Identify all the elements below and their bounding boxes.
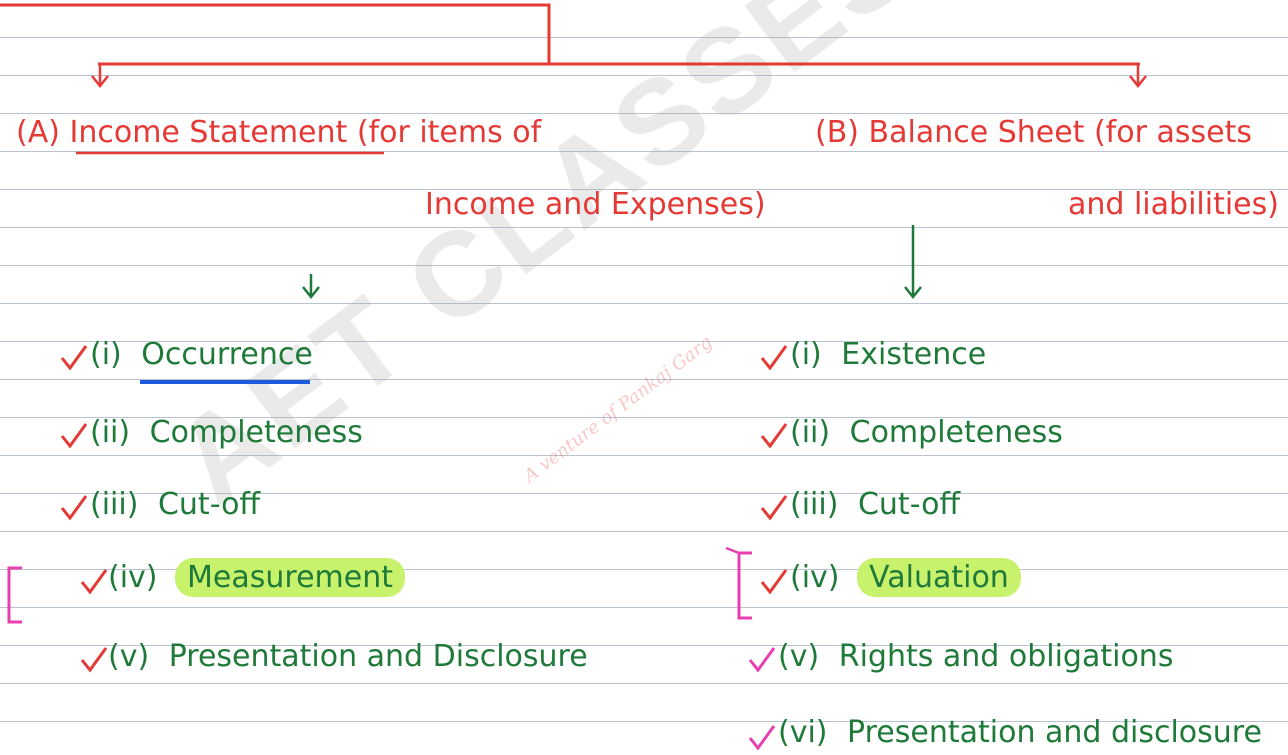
right-item-3: (iii) Cut-off (790, 490, 960, 520)
arrow-left-head (91, 75, 109, 89)
right-bracket (737, 551, 752, 620)
right-item-5: (v) Rights and obligations (778, 642, 1173, 672)
item-number: (iii) (90, 487, 139, 522)
item-number: (v) (108, 639, 150, 674)
check-icon (748, 725, 776, 751)
left-heading-title: Income Statement (69, 115, 348, 150)
item-label: Occurrence (141, 337, 313, 372)
right-item-1: (i) Existence (790, 340, 986, 370)
check-icon (80, 569, 108, 595)
down-arrow-right-head (904, 286, 922, 300)
left-heading-prefix: (A) (16, 115, 60, 150)
item-label: Cut-off (157, 487, 261, 522)
item-number: (iv) (108, 560, 158, 595)
item-label: Completeness (849, 415, 1063, 450)
item-number: (i) (90, 337, 122, 372)
right-heading-line2: and liabilities) (1068, 187, 1279, 222)
check-icon (60, 495, 88, 521)
left-heading-line1: (A) Income Statement (for items of (16, 118, 541, 148)
right-item-4: (iv) Valuation (790, 558, 1021, 597)
item-number: (vi) (778, 715, 828, 750)
item-label: Completeness (149, 415, 363, 450)
arrow-right-head (1129, 75, 1147, 89)
left-item-1: (i) Occurrence (90, 340, 313, 370)
top-connector (0, 3, 551, 64)
item-number: (iv) (790, 560, 840, 595)
right-item-6: (vi) Presentation and disclosure (778, 718, 1262, 748)
right-item-2: (ii) Completeness (790, 418, 1063, 448)
right-pink-checkmarks (748, 647, 776, 751)
item-number: (v) (778, 639, 820, 674)
check-icon (760, 495, 788, 521)
right-bracket-flourish (725, 546, 740, 555)
right-heading-line1: (B) Balance Sheet (for assets (815, 115, 1252, 150)
left-checkmarks (60, 345, 108, 673)
left-heading-line2: Income and Expenses) (425, 187, 766, 222)
item-label-highlighted: Measurement (175, 558, 406, 597)
check-icon (760, 345, 788, 371)
check-icon (60, 423, 88, 449)
left-item-2: (ii) Completeness (90, 418, 363, 448)
check-icon (60, 345, 88, 371)
left-item-3: (iii) Cut-off (90, 490, 260, 520)
item-label: Cut-off (857, 487, 961, 522)
left-bracket (7, 566, 22, 624)
check-icon (80, 647, 108, 673)
check-icon (760, 423, 788, 449)
item-label: Rights and obligations (838, 639, 1174, 674)
left-item-4: (iv) Measurement (108, 558, 406, 597)
item-number: (iii) (790, 487, 839, 522)
check-icon (760, 569, 788, 595)
item-label: Existence (841, 337, 987, 372)
item-label: Presentation and disclosure (847, 715, 1262, 750)
left-heading-rest: (for items of (356, 115, 542, 150)
item-label-highlighted: Valuation (857, 558, 1021, 597)
item-number: (ii) (790, 415, 831, 450)
item-number: (ii) (90, 415, 131, 450)
item-label: Presentation and Disclosure (168, 639, 588, 674)
item-number: (i) (790, 337, 822, 372)
check-icon (748, 647, 776, 673)
right-checkmarks (760, 345, 788, 595)
left-item-5: (v) Presentation and Disclosure (108, 642, 588, 672)
down-arrow-left-head (302, 286, 320, 300)
